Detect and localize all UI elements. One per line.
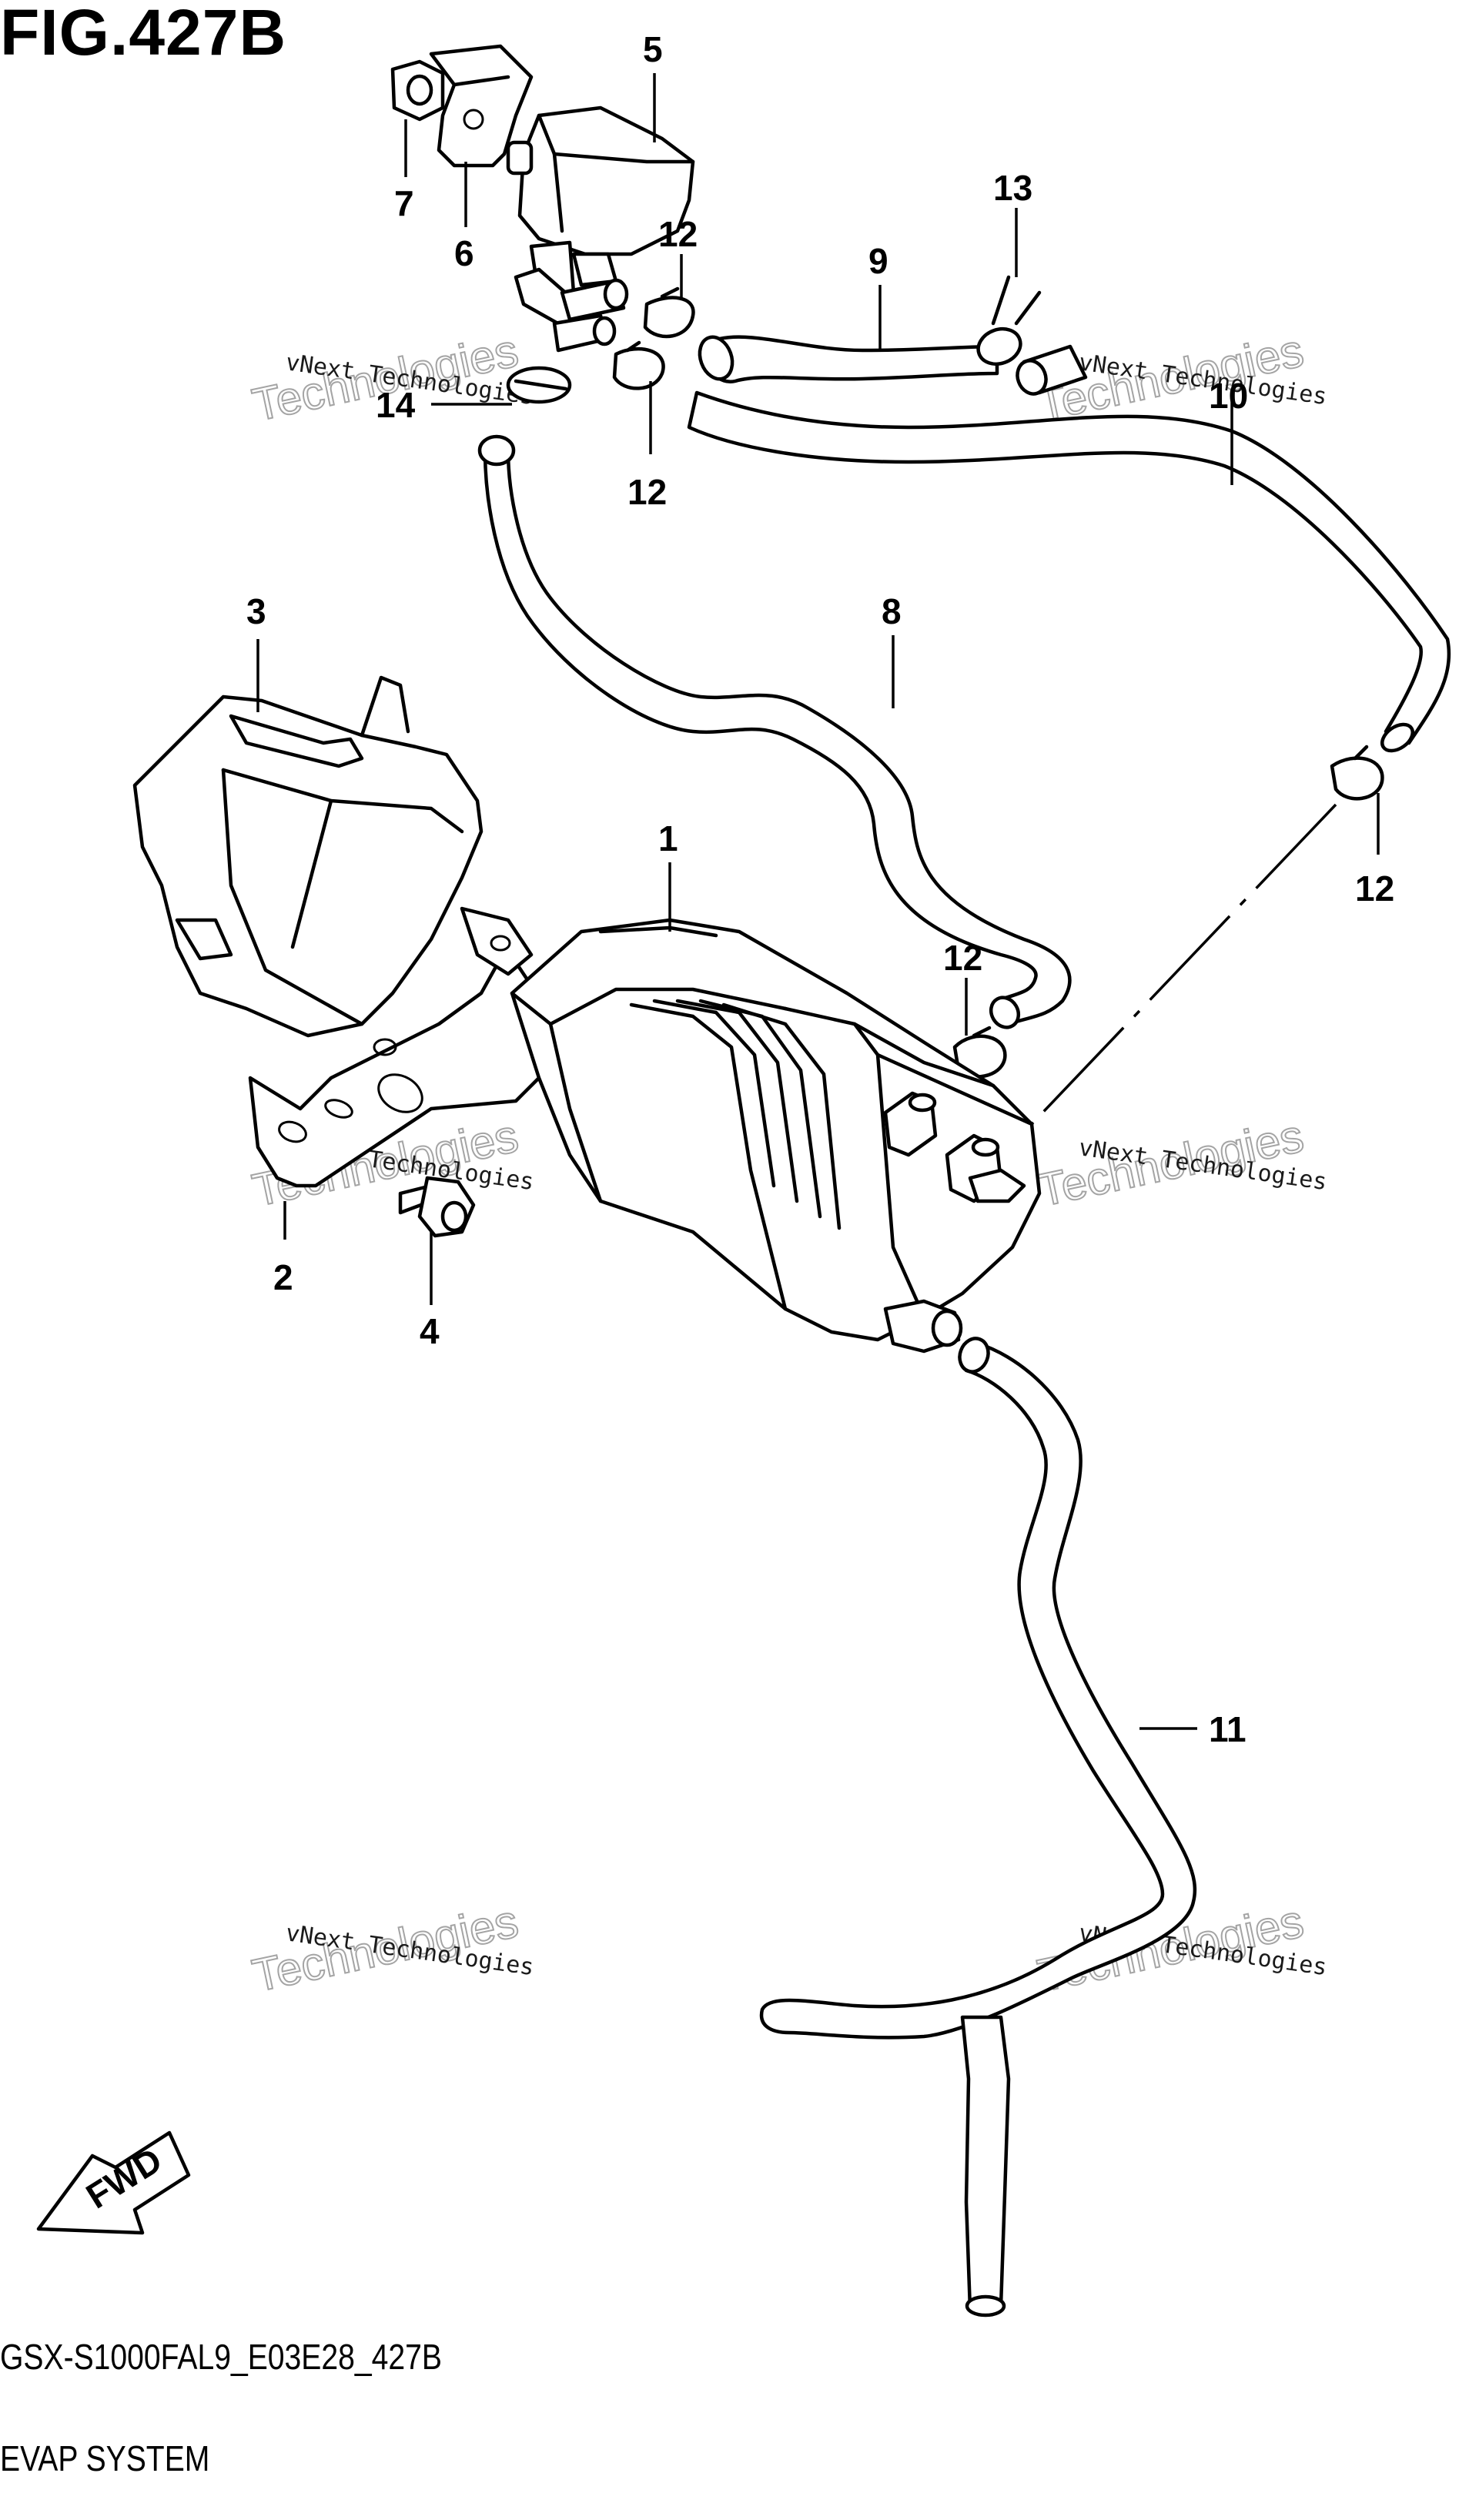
- leader-lines: [256, 73, 1380, 1730]
- callout-12a: 12: [658, 214, 698, 254]
- callout-6: 6: [454, 233, 474, 273]
- callout-1: 1: [658, 818, 678, 858]
- callout-12b: 12: [627, 472, 667, 512]
- tube-fitting: [1016, 344, 1088, 396]
- figure-title: FIG.427B: [0, 0, 287, 69]
- fwd-arrow: FWD: [36, 2130, 191, 2235]
- part-14-clamp: [506, 366, 572, 404]
- callouts: 1 2 3 4 5 6 7 8 9 10 11 12 12 12 12 13 1…: [246, 29, 1394, 1749]
- callout-10: 10: [1209, 376, 1248, 416]
- part-3-cover: [132, 675, 484, 1038]
- callout-9: 9: [868, 241, 888, 281]
- part-12-clamp-middle: [612, 340, 665, 390]
- part-11-hose: [759, 1337, 1197, 2318]
- callout-14: 14: [376, 385, 416, 425]
- callout-11: 11: [1209, 1709, 1247, 1749]
- callout-5: 5: [643, 29, 663, 69]
- callout-12d: 12: [1355, 868, 1394, 909]
- part-13-clip: [976, 275, 1042, 366]
- callout-12c: 12: [943, 938, 982, 978]
- part-8-hose: [477, 434, 1072, 1029]
- callout-13: 13: [993, 168, 1032, 208]
- part-12-clamp-upper: [643, 286, 695, 339]
- section-name: EVAP SYSTEM: [0, 2438, 210, 2478]
- part-5-solenoid-valve: [506, 105, 695, 353]
- part-6-bracket: [429, 44, 534, 168]
- part-4-bolt: [398, 1176, 476, 1238]
- callout-7: 7: [394, 183, 414, 223]
- model-code: GSX-S1000FAL9_E03E28_427B: [0, 2337, 442, 2377]
- callout-8: 8: [882, 591, 902, 631]
- part-9-hose: [698, 335, 999, 384]
- part-1-canister: [510, 918, 1042, 1354]
- part-7-nut: [390, 59, 445, 122]
- callout-2: 2: [273, 1257, 293, 1297]
- part-10-hose: [687, 390, 1451, 753]
- callout-4: 4: [420, 1311, 440, 1351]
- part-12-clamp-right: [1330, 745, 1384, 801]
- callout-3: 3: [246, 591, 266, 631]
